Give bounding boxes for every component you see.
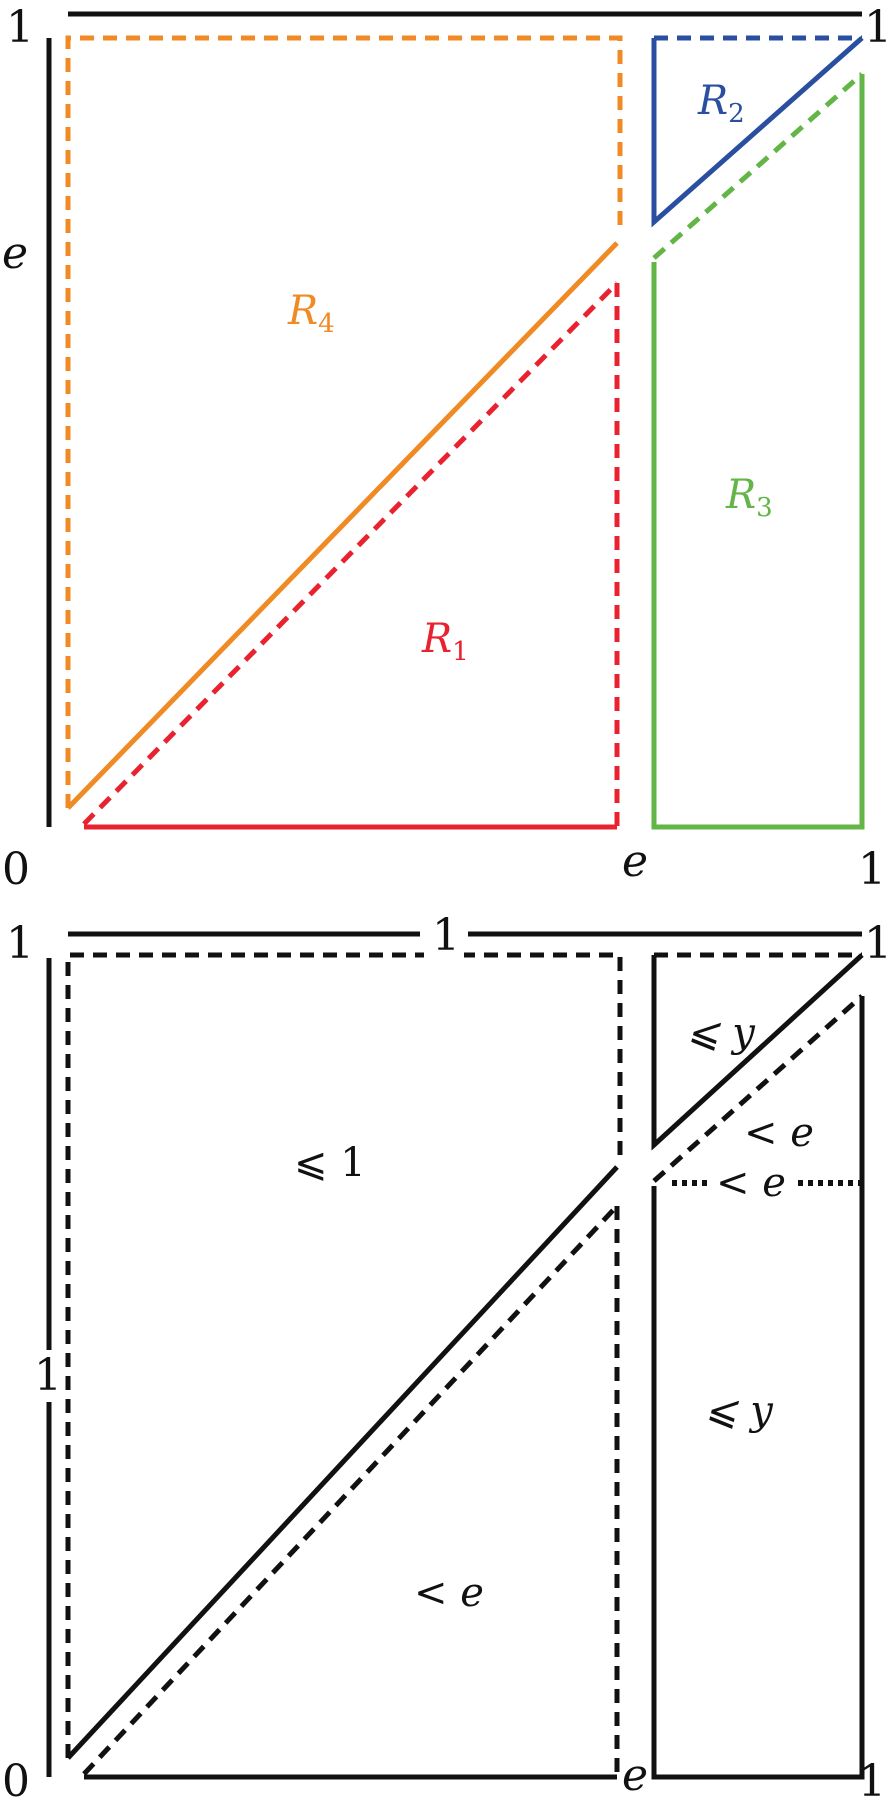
left-region-dashed-border: [65, 952, 623, 1758]
r3-label: R3: [725, 472, 773, 523]
lower-region-dashed-diagonal: [82, 1204, 619, 1776]
r2-label: R2: [697, 78, 745, 129]
top-panel: [46, 11, 865, 830]
lower-left-region-label: < e: [414, 1570, 484, 1616]
r4-diagonal: [66, 241, 619, 810]
right-region-dashed-diagonal: [652, 994, 864, 1183]
bottom-corner-one-label: 1: [864, 918, 888, 969]
top-corner-one-label: 1: [864, 2, 888, 53]
r1-dashed-diagonal: [82, 281, 619, 826]
lower-right-region-label: ⩽ y: [704, 1388, 774, 1434]
top-y-one-label: 1: [6, 2, 34, 53]
bottom-origin-label: 0: [2, 1756, 30, 1802]
diag-right-region-label: < e: [744, 1110, 814, 1156]
top-x-one-label: 1: [858, 844, 886, 895]
upper-triangle-border: [651, 953, 864, 1151]
upper-left-region-label: ⩽ 1: [294, 1140, 366, 1186]
top-one-label-bg: [424, 912, 464, 958]
right-region-border: [651, 996, 865, 1780]
r4-label: R4: [287, 288, 335, 339]
bottom-x-one-label: 1: [858, 1756, 886, 1802]
r1-label: R1: [421, 616, 469, 667]
bottom-panel: [46, 931, 865, 1780]
left-region-diagonal: [66, 1165, 619, 1760]
r2-border: [651, 36, 864, 228]
r3-border: [651, 74, 865, 830]
bottom-y-one-label: 1: [6, 918, 34, 969]
top-x-e-label: e: [622, 836, 648, 887]
upper-right-region-label: ⩽ y: [686, 1010, 756, 1056]
bottom-x-e-label: e: [622, 1750, 648, 1801]
bottom-left-one-label: 1: [34, 1350, 62, 1401]
top-y-e-label: e: [2, 228, 28, 279]
top-origin-label: 0: [2, 844, 30, 895]
r3-dashed-diagonal: [652, 72, 864, 260]
line-right-region-label: < e: [716, 1160, 786, 1206]
r4-dashed-border: [65, 35, 623, 808]
bottom-top-one-label: 1: [432, 910, 460, 961]
